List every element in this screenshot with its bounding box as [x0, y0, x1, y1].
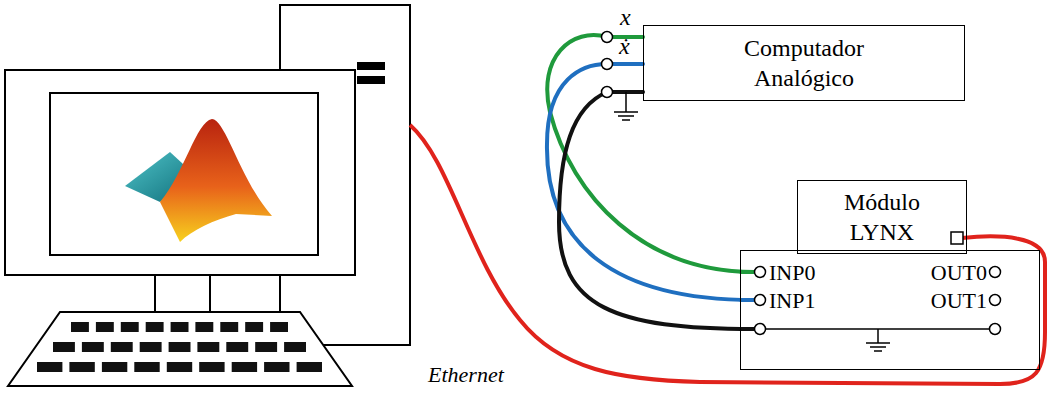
- monitor-stand: [155, 275, 210, 312]
- key: [53, 342, 75, 352]
- key: [226, 342, 248, 352]
- tower-slot: [357, 62, 385, 70]
- key: [255, 342, 277, 352]
- key: [102, 362, 127, 372]
- key: [284, 342, 306, 352]
- terminal: [755, 295, 766, 306]
- keyboard: [8, 312, 352, 386]
- key: [270, 322, 288, 332]
- signal-name: x: [620, 4, 631, 30]
- matlab-logo: [160, 119, 272, 242]
- key: [111, 342, 133, 352]
- lynx-module-box: Módulo LYNX: [797, 180, 967, 254]
- key: [146, 322, 164, 332]
- key: [96, 322, 114, 332]
- ethernet-cable: [410, 125, 1045, 384]
- key: [264, 362, 289, 372]
- terminal: [602, 32, 613, 43]
- terminal: [990, 295, 1001, 306]
- pin-name: OUT1: [931, 288, 987, 314]
- io-panel: INP0 OUT0INP1 OUT1: [740, 250, 1040, 370]
- key: [297, 362, 322, 372]
- key: [197, 342, 219, 352]
- key: [232, 362, 257, 372]
- key: [169, 342, 191, 352]
- ethernet-port: [951, 232, 963, 244]
- key: [167, 362, 192, 372]
- box-label: Módulo LYNX: [822, 187, 942, 247]
- key: [69, 362, 94, 372]
- key: [199, 362, 224, 372]
- key: [195, 322, 213, 332]
- key: [71, 322, 89, 332]
- signal-name: ẋ: [619, 33, 630, 59]
- cable-label: Ethernet: [425, 362, 507, 388]
- key: [37, 362, 62, 372]
- pin-name: OUT0: [931, 260, 987, 286]
- monitor-screen: [50, 93, 318, 255]
- monitor: [5, 70, 355, 275]
- terminal: [602, 87, 613, 98]
- signal-wire: [547, 64, 754, 300]
- ground-symbol: [614, 92, 638, 120]
- key: [245, 322, 263, 332]
- tower-slot: [357, 76, 385, 84]
- ground-symbol: [866, 329, 890, 351]
- key: [140, 342, 162, 352]
- terminal: [755, 267, 766, 278]
- key: [82, 342, 104, 352]
- key: [171, 322, 189, 332]
- terminal: [990, 267, 1001, 278]
- key: [121, 322, 139, 332]
- key: [134, 362, 159, 372]
- signal-wire: [559, 92, 754, 329]
- keyboard-keys: [37, 322, 322, 372]
- terminal: [990, 324, 1001, 335]
- pin-name: INP1: [769, 288, 815, 314]
- terminal: [755, 324, 766, 335]
- key: [220, 322, 238, 332]
- pin-name: INP0: [769, 260, 815, 286]
- analog-computer-box: Computador Analógico: [643, 25, 965, 101]
- box-label: Computador Analógico: [719, 33, 889, 93]
- terminal: [602, 59, 613, 70]
